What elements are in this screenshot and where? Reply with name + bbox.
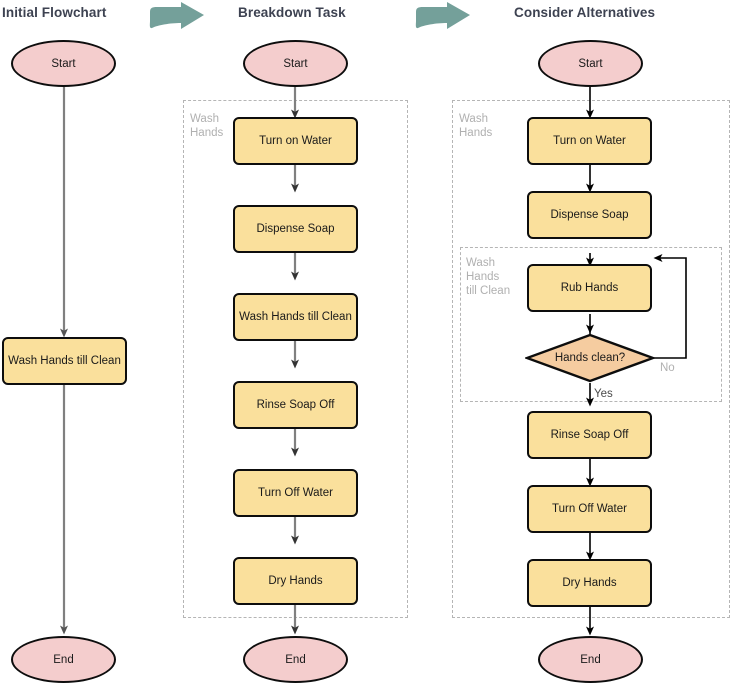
column-title-consider-alternatives: Consider Alternatives [514, 5, 656, 20]
node-label: Rub Hands [560, 282, 619, 294]
node-label: Start [578, 57, 603, 70]
node-label: Turn Off Water [258, 487, 333, 499]
node-label: Turn on Water [259, 135, 332, 147]
node-label: Dispense Soap [550, 209, 629, 221]
group-label-wash-hands-till-clean: Wash Hands till Clean [466, 257, 511, 297]
node-start[interactable]: Start [11, 40, 116, 87]
node-wash-hands-till-clean[interactable]: Wash Hands till Clean [233, 293, 358, 341]
node-dispense-soap[interactable]: Dispense Soap [527, 191, 652, 239]
node-hands-clean-decision[interactable]: Hands clean? [525, 333, 655, 383]
node-start[interactable]: Start [243, 40, 348, 87]
node-label: Wash Hands till Clean [239, 311, 352, 323]
node-label: Wash Hands till Clean [8, 355, 121, 367]
node-label: End [580, 653, 601, 666]
group-label-wash-hands: Wash Hands [459, 113, 493, 139]
node-turn-off-water[interactable]: Turn Off Water [233, 469, 358, 517]
column2-connectors [291, 87, 299, 635]
group-wash-hands [452, 100, 730, 618]
node-rinse-soap-off[interactable]: Rinse Soap Off [233, 381, 358, 429]
node-end[interactable]: End [11, 636, 116, 683]
node-dry-hands[interactable]: Dry Hands [527, 559, 652, 607]
column1-connectors [60, 87, 68, 635]
node-dispense-soap[interactable]: Dispense Soap [233, 205, 358, 253]
node-dry-hands[interactable]: Dry Hands [233, 557, 358, 605]
node-turn-off-water[interactable]: Turn Off Water [527, 485, 652, 533]
node-wash-hands-till-clean[interactable]: Wash Hands till Clean [2, 337, 127, 385]
node-end[interactable]: End [538, 636, 643, 683]
node-label: Dry Hands [562, 577, 617, 589]
right-arrow-icon [415, 2, 470, 29]
column-title-breakdown-task: Breakdown Task [238, 5, 346, 20]
node-turn-on-water[interactable]: Turn on Water [527, 117, 652, 165]
node-label: Turn on Water [553, 135, 626, 147]
node-label: Rinse Soap Off [256, 399, 335, 411]
node-label: Dry Hands [268, 575, 323, 587]
edge-label-no: No [660, 362, 675, 374]
node-label: End [53, 653, 74, 666]
node-label: Hands clean? [554, 352, 626, 364]
node-label: Start [51, 57, 76, 70]
node-label: End [285, 653, 306, 666]
node-label: Rinse Soap Off [550, 429, 629, 441]
node-label: Start [283, 57, 308, 70]
node-turn-on-water[interactable]: Turn on Water [233, 117, 358, 165]
group-label-wash-hands: Wash Hands [190, 113, 224, 139]
column3-connectors [586, 87, 687, 636]
node-rinse-soap-off[interactable]: Rinse Soap Off [527, 411, 652, 459]
node-label: Turn Off Water [552, 503, 627, 515]
node-label: Dispense Soap [256, 223, 335, 235]
node-start[interactable]: Start [538, 40, 643, 87]
diamond-shape-icon [525, 333, 655, 383]
node-rub-hands[interactable]: Rub Hands [527, 264, 652, 312]
edge-label-yes: Yes [594, 388, 613, 400]
column-title-initial-flowchart: Initial Flowchart [2, 5, 107, 20]
right-arrow-icon [149, 2, 204, 29]
node-end[interactable]: End [243, 636, 348, 683]
